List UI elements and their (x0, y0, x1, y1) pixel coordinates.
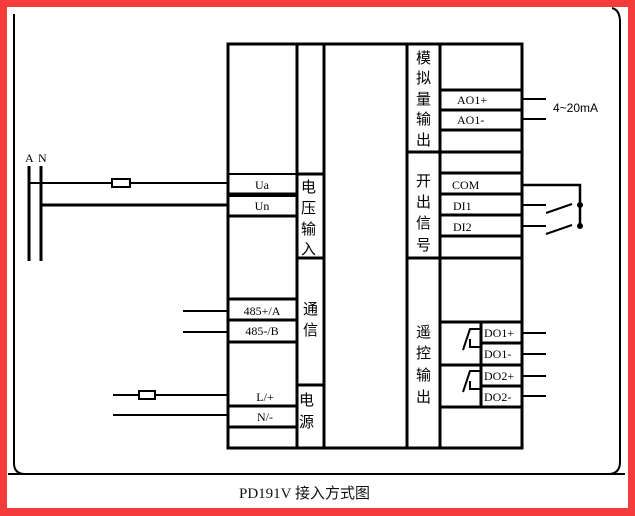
terminal-com: COM (452, 178, 480, 192)
fuse-icon (111, 178, 131, 188)
switch-icon (545, 224, 573, 235)
terminal-ao1p: AO1+ (457, 93, 487, 107)
terminal-do1n: DO1- (484, 347, 511, 361)
terminal-di2: DI2 (453, 220, 472, 234)
group-label-relay-out: 遥 控 输 出 (416, 323, 431, 406)
svg-text:通: 通 (303, 300, 318, 318)
svg-text:输: 输 (301, 220, 316, 238)
module-body (226, 42, 524, 450)
svg-text:源: 源 (299, 413, 314, 431)
group-label-comm: 通 信 (303, 300, 318, 339)
terminal-un: Un (255, 199, 270, 213)
terminal-di1: DI1 (453, 199, 472, 213)
group-label-power: 电 源 (299, 391, 314, 431)
switch-icon (545, 203, 573, 214)
terminal-l: L/+ (256, 390, 274, 404)
diagram-caption: PD191V 接入方式图 (239, 485, 370, 502)
svg-text:遥: 遥 (416, 323, 431, 341)
label-phase-a: A (25, 151, 34, 165)
svg-text:信: 信 (416, 214, 431, 232)
junction-dot (577, 202, 583, 208)
terminal-485a: 485+/A (244, 304, 281, 318)
terminal-do2p: DO2+ (484, 369, 514, 383)
relay-contact-icon (462, 328, 481, 351)
svg-text:出: 出 (416, 131, 431, 149)
terminal-n: N/- (257, 410, 273, 424)
terminal-ao1n: AO1- (457, 113, 484, 127)
svg-text:开: 开 (416, 172, 431, 190)
terminal-do2n: DO2- (484, 390, 511, 404)
svg-text:电: 电 (299, 391, 314, 409)
group-label-voltage: 电 压 输 入 (301, 178, 316, 258)
svg-text:模: 模 (416, 49, 431, 67)
label-neutral: N (38, 151, 47, 165)
wire-com (522, 183, 582, 225)
fuse-icon (138, 390, 156, 400)
svg-text:号: 号 (416, 236, 431, 254)
svg-text:电: 电 (301, 178, 316, 196)
svg-text:控: 控 (416, 344, 431, 362)
svg-text:信: 信 (303, 321, 318, 339)
group-label-analog-out: 模 拟 量 输 出 (416, 49, 431, 149)
terminal-ua: Ua (255, 178, 270, 192)
svg-text:拟: 拟 (416, 69, 431, 87)
svg-text:出: 出 (416, 193, 431, 211)
svg-text:入: 入 (301, 240, 316, 258)
terminal-do1p: DO1+ (484, 326, 514, 340)
terminal-485b: 485-/B (245, 324, 278, 338)
svg-text:出: 出 (416, 388, 431, 406)
svg-text:压: 压 (301, 199, 316, 217)
junction-dot (577, 223, 583, 229)
group-label-digital-in: 开 出 信 号 (416, 172, 431, 254)
signal-label: 4~20mA (553, 101, 598, 115)
svg-text:量: 量 (416, 90, 431, 108)
svg-text:输: 输 (416, 366, 431, 384)
panel-border (13, 7, 621, 475)
relay-contact-icon (462, 370, 481, 393)
svg-text:输: 输 (416, 110, 431, 128)
